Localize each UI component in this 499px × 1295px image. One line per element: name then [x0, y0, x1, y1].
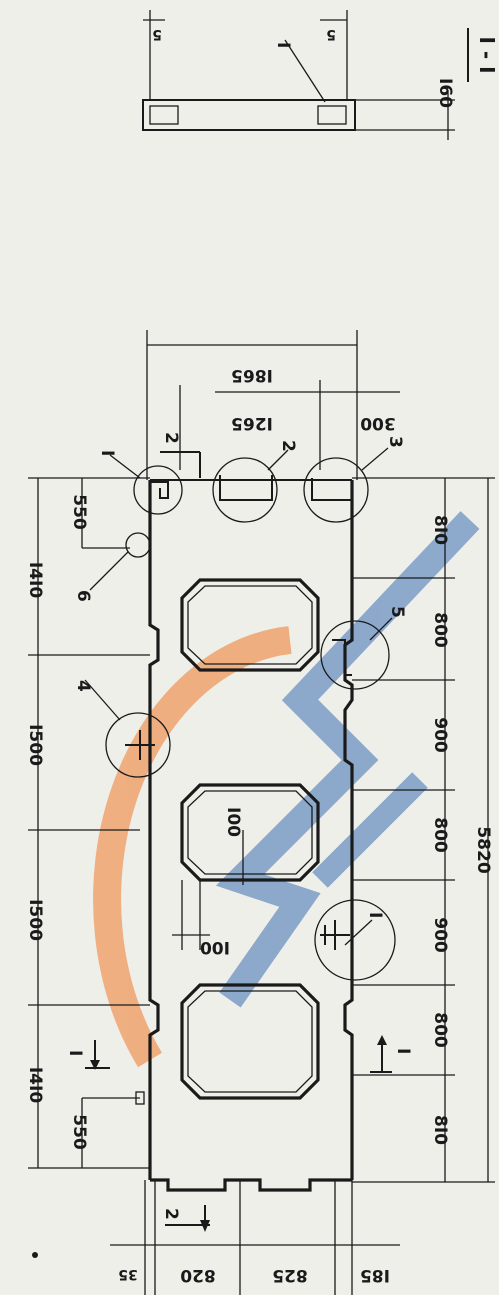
left-offset-bottom: 550 [69, 1114, 89, 1150]
right-dimensions: 5820 8I0 800 900 800 900 800 8I0 [352, 477, 495, 1183]
detail-circles [105, 457, 396, 981]
opening-3 [180, 983, 320, 1100]
section-view: I - I 5 5 I60 I [142, 10, 499, 140]
right-seg-4: 800 [430, 817, 450, 853]
right-seg-3: 900 [430, 717, 450, 753]
section-width-label: I60 [435, 78, 455, 108]
opening-dimensions: I00 I00 [172, 807, 244, 957]
section-callout-leader [284, 39, 326, 103]
section-callout-label: I [273, 42, 293, 48]
total-length-label: 5820 [473, 826, 493, 873]
openings [180, 578, 320, 1100]
bottom-dim-1: 35 [118, 1266, 137, 1282]
opening-1 [180, 578, 320, 672]
top-overall-label: I865 [231, 365, 273, 385]
left-seg-4: I4I0 [25, 1067, 45, 1103]
callouts: I 2 2 3 4 5 6 I I I 2 [65, 432, 413, 1232]
section-title: I - I [475, 36, 499, 73]
opening-2 [180, 783, 320, 882]
callout-2-bottom: 2 [161, 1208, 181, 1220]
top-inner-label: I265 [231, 413, 273, 433]
left-seg-2: I500 [25, 724, 45, 766]
section-outline [142, 99, 356, 131]
top-dimensions: I865 I265 300 [146, 330, 400, 480]
top-side-label: 300 [360, 413, 396, 433]
left-seg-1: I4I0 [25, 562, 45, 598]
callout-2-top: 2 [161, 432, 181, 444]
callout-1-right: I [365, 912, 385, 918]
left-dimensions: I4I0 I500 I500 I4I0 550 550 [25, 477, 150, 1169]
right-seg-6: 800 [430, 1012, 450, 1048]
left-offset-top: 550 [69, 494, 89, 530]
callout-1-top: I [97, 450, 117, 456]
detail-circle-5 [320, 620, 390, 690]
bottom-dimensions: 35 820 825 I85 [32, 1180, 400, 1295]
detail-circle-6 [125, 532, 151, 558]
right-seg-7: 8I0 [430, 1115, 450, 1145]
opening-corner-label: I00 [200, 937, 230, 957]
detail-circle-2 [212, 457, 278, 523]
opening-width-label: I00 [223, 807, 243, 837]
section-dim-top-right: 5 [326, 26, 336, 42]
callout-2-mid: 2 [278, 440, 298, 452]
bottom-dim-4: I85 [360, 1265, 390, 1285]
right-seg-1: 8I0 [430, 515, 450, 545]
section-cavity-right [317, 105, 347, 125]
detail-circle-3 [303, 457, 369, 523]
callout-5: 5 [387, 606, 407, 618]
callout-3: 3 [385, 436, 405, 448]
section-dim-top-left: 5 [152, 26, 162, 42]
bottom-dot [32, 1252, 38, 1258]
bottom-dim-2: 820 [180, 1265, 216, 1285]
left-seg-3: I500 [25, 899, 45, 941]
detail-circle-1 [133, 465, 183, 515]
bottom-dim-3: 825 [272, 1265, 308, 1285]
right-seg-5: 900 [430, 917, 450, 953]
section-marker-left: I [65, 1050, 85, 1056]
detail-circle-4 [105, 712, 171, 778]
right-seg-2: 800 [430, 612, 450, 648]
section-marker-right: I [393, 1048, 413, 1054]
callout-6: 6 [73, 590, 93, 602]
watermark-logo [93, 511, 480, 1068]
detail-half-circle [314, 899, 396, 981]
section-cavity-left [149, 105, 179, 125]
callout-4: 4 [73, 680, 93, 692]
